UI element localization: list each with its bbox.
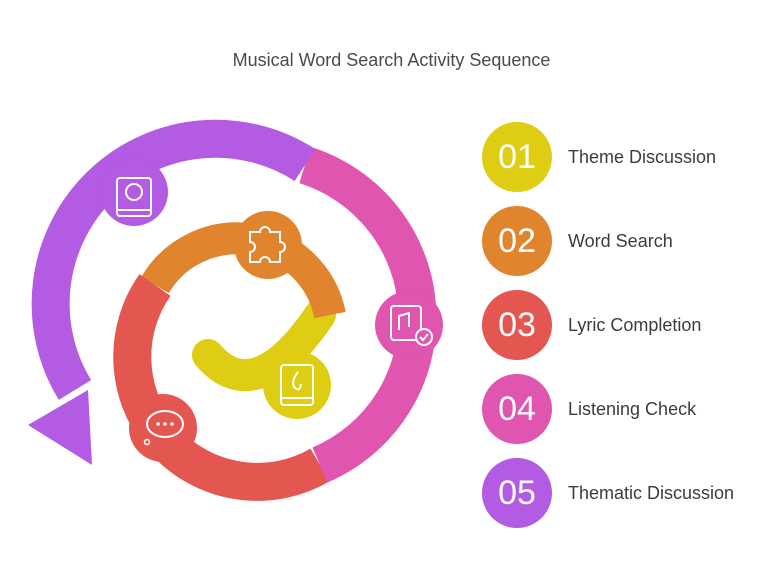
step-label: Lyric Completion [568, 315, 702, 335]
step-number-badge: 01 [482, 122, 552, 192]
puzzle-piece-icon [234, 211, 302, 279]
step-number-badge: 05 [482, 458, 552, 528]
music-checklist-icon [375, 291, 443, 359]
step-label: Word Search [568, 231, 673, 251]
step-number-badge: 04 [482, 374, 552, 444]
arrow-head [28, 390, 92, 465]
speech-bubble-icon [129, 394, 197, 462]
step-number-badge: 03 [482, 290, 552, 360]
step-label: Theme Discussion [568, 147, 717, 167]
step-number-badge: 02 [482, 206, 552, 276]
step-05: 05 Thematic Discussion [482, 458, 782, 528]
step-03: 03 Lyric Completion [482, 290, 782, 360]
book-palette-icon [100, 158, 168, 226]
step-01: 01 Theme Discussion [482, 122, 782, 192]
book-music-note-icon [263, 351, 331, 419]
spiral-segment-yellow [192, 299, 336, 392]
diagram-title: Musical Word Search Activity Sequence [232, 50, 551, 70]
step-label: Listening Check [568, 399, 697, 419]
step-label: Thematic Discussion [568, 483, 735, 503]
step-02: 02 Word Search [482, 206, 782, 276]
spiral-segment-purple [31, 119, 316, 400]
step-04: 04 Listening Check [482, 374, 782, 444]
